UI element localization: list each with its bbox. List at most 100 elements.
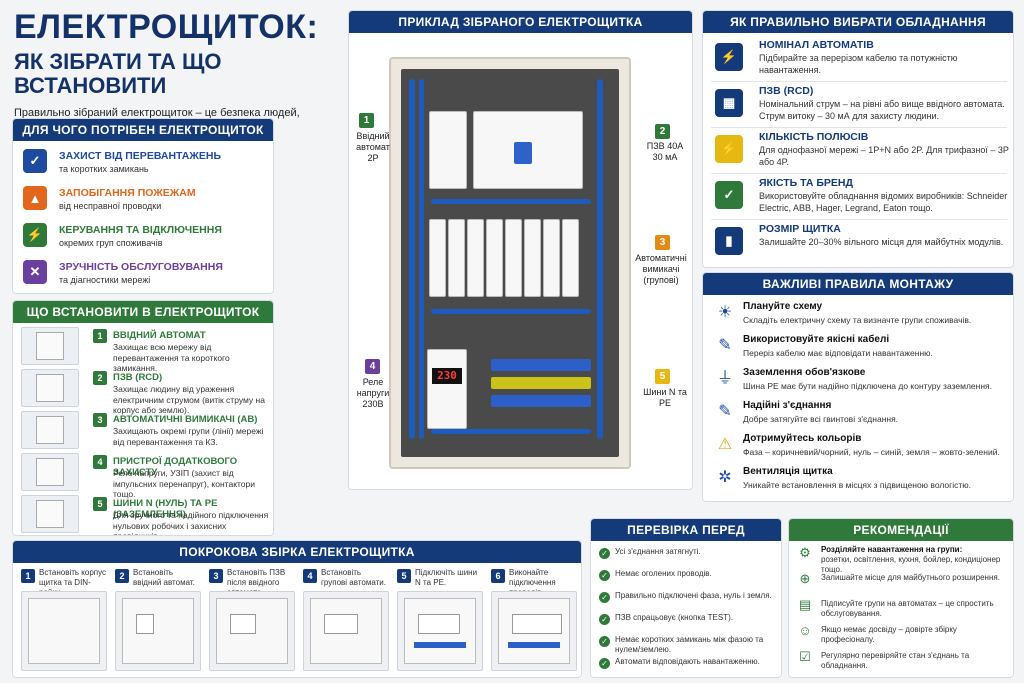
check-icon: ✓ [599,658,610,669]
wire [409,79,415,439]
divider [711,219,1007,220]
rule-desc: Переріз кабелю має відповідати навантаже… [743,348,933,358]
callout-number: 5 [655,369,670,384]
divider [711,127,1007,128]
step-image [21,591,107,671]
step-text: Встановіть групові автомати. [321,568,386,587]
step-enclosure [122,598,194,664]
check-icon: ✓ [599,636,610,647]
plus-icon: ⊕ [799,571,811,586]
rule-title: Використовуйте якісні кабелі [743,334,890,345]
choose-item-title: ЯКІСТЬ ТА БРЕНД [759,177,853,189]
example-header: ПРИКЛАД ЗІБРАНОГО ЕЛЕКТРОЩИТКА [349,11,692,33]
divider [711,173,1007,174]
step-breaker [230,614,256,634]
choose-item-desc: Номінальний струм – на рівні або вище вв… [759,99,1005,121]
rule-title: Заземлення обов'язкове [743,367,866,378]
callout-label: Реле напруги 230В [356,377,390,409]
why-panel: ДЛЯ ЧОГО ПОТРІБЕН ЕЛЕКТРОЩИТОК ✓ЗАХИСТ В… [12,118,274,294]
wire [597,79,603,439]
check-header: ПЕРЕВІРКА ПЕРЕД УВІМКНЕННЯМ [591,519,781,559]
flame-icon: ▲ [23,186,47,210]
power-icon: ⚡ [23,223,47,247]
wire [431,429,591,434]
install-item-desc: Для зручного та надійного підключення ну… [113,510,269,536]
choose-item-title: ПЗВ (RCD) [759,85,814,97]
step-number: 2 [115,569,129,583]
busbar-pe [491,377,591,389]
wire [431,199,591,204]
install-header: ЩО ВСТАНОВИТИ В ЕЛЕКТРОЩИТОК [13,301,273,323]
install-item-number: 5 [93,497,107,511]
busbar-n [491,359,591,371]
device-image [21,327,79,365]
rules-header: ВАЖЛИВІ ПРАВИЛА МОНТАЖУ [703,273,1013,295]
device-image [21,453,79,491]
cable-icon: ✎ [718,337,732,354]
device-body [36,416,64,444]
check-item: Усі з'єднання затягнуті. [615,547,701,556]
why-item-desc: та діагностики мережі [59,275,151,285]
why-item-title: ЗРУЧНІСТЬ ОБСЛУГОВУВАННЯ [59,261,223,273]
install-item-title: ПЗВ (RCD) [113,372,163,383]
step-number: 6 [491,569,505,583]
recs-header: РЕКОМЕНДАЦІЇ [789,519,1013,541]
fan-icon: ✲ [718,469,732,486]
device-body [36,332,64,360]
breaker-icon: ⚡ [715,43,743,71]
install-item-desc: Захищають окремі групи (лінії) мережі ві… [113,426,264,447]
title-line2: ЯК ЗІБРАТИ ТА ЩО ВСТАНОВИТИ [14,49,222,98]
busbar-pe2 [491,395,591,407]
wire [419,79,424,439]
rec-desc: Регулярно перевіряйте стан з'єднань та о… [821,651,970,670]
step-text: Підключіть шини N та PE. [415,568,478,587]
why-item-desc: окремих груп споживачів [59,238,163,248]
device-image [21,411,79,449]
device-body [36,500,64,528]
title-line1: ЕЛЕКТРОЩИТОК: [14,8,319,46]
check-icon: ✓ [599,548,610,559]
rule-title: Дотримуйтесь кольорів [743,433,862,444]
quality-shield-icon: ✓ [715,181,743,209]
group-breaker [524,219,541,297]
check-item: Правильно підключені фаза, нуль і земля. [615,591,772,600]
step-breaker [512,614,562,634]
group-breaker [448,219,465,297]
step-busbar [508,642,560,648]
rule-title: Плануйте схему [743,301,823,312]
rec-desc: Залишайте місце для майбутнього розширен… [821,573,1000,582]
group-breaker [467,219,484,297]
group-breaker [429,219,446,297]
why-item-title: КЕРУВАННЯ ТА ВІДКЛЮЧЕННЯ [59,224,222,236]
choose-item-title: РОЗМІР ЩИТКА [759,223,841,235]
callout-number: 1 [359,113,374,128]
rule-title: Надійні з'єднання [743,400,832,411]
step-breaker [324,614,358,634]
choose-item-desc: Використовуйте обладнання відомих виробн… [759,191,1008,213]
rec-desc: Підписуйте групи на автоматах – це спрос… [821,599,994,618]
install-item-desc: Захищає всю мережу від перевантаження та… [113,342,230,373]
rule-desc: Уникайте встановлення в місцях з підвище… [743,480,972,490]
step-breaker [136,614,154,634]
step-image [209,591,295,671]
step-breaker [418,614,460,634]
choose-header: ЯК ПРАВИЛЬНО ВИБРАТИ ОБЛАДНАННЯ [703,11,1013,33]
group-breaker [505,219,522,297]
gear-icon: ⚙ [799,545,811,560]
rcd [473,111,583,189]
rec-desc: Якщо немає досвіду – довірте збірку проф… [821,625,957,644]
step-number: 3 [209,569,223,583]
enclosure-icon: ▮ [715,227,743,255]
device-image [21,495,79,533]
install-item-title: ПРИСТРОЇ ДОДАТКОВОГО ЗАХИСТУ [113,456,238,478]
wire [431,309,591,314]
callout-number: 4 [365,359,380,374]
choose-item-title: КІЛЬКІСТЬ ПОЛЮСІВ [759,131,869,143]
check-item: ПЗВ спрацьовує (кнопка TEST). [615,613,733,622]
check-panel: ПЕРЕВІРКА ПЕРЕД УВІМКНЕННЯМ ✓ Усі з'єднан… [590,518,782,678]
bulb-icon: ☀ [717,304,733,321]
step-image [397,591,483,671]
steps-header: ПОКРОКОВА ЗБІРКА ЕЛЕКТРОЩИТКА [13,541,581,563]
callout-label: Автоматичні вимикачі (групові) [635,253,687,285]
